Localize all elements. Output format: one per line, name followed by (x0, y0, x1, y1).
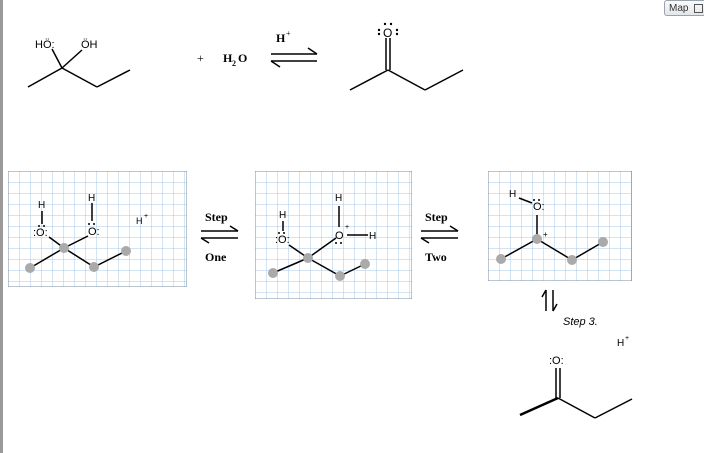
svg-text:H: H (276, 31, 286, 45)
svg-text:+: + (345, 224, 349, 231)
box1-oxygen-left: :O: (33, 227, 48, 239)
water-formula: H 2 O (223, 51, 247, 68)
left-edge-bar (0, 0, 3, 453)
plus-sign: + (197, 51, 204, 65)
box1-h-right: H (88, 193, 95, 204)
svg-text:H: H (223, 51, 233, 65)
mechanism-box-2[interactable]: H H H :O: O + (255, 171, 412, 299)
box2-h-right: H (369, 231, 376, 242)
reactant-oh-label: ÖH (81, 39, 98, 51)
box2-oxygen-left: :O: (275, 234, 290, 246)
popout-icon (694, 4, 703, 13)
box3-oxygen: O: (533, 201, 545, 213)
box1-h-plus: H (136, 216, 143, 226)
reactant-ho-label: HÖ: (35, 39, 55, 51)
equilibrium-arrow-top (270, 47, 318, 68)
product-ketone: O (349, 22, 464, 91)
box2-oxygen-right: O (335, 230, 344, 242)
svg-text:O: O (238, 51, 247, 65)
mechanism-box-1[interactable]: H H :O: O: H + (8, 171, 187, 287)
box1-oxygen-right: O: (88, 226, 100, 238)
reactant-gem-diol: HÖ: ÖH (27, 39, 131, 88)
svg-text:+: + (144, 213, 148, 220)
map-button-label: Map (669, 3, 689, 14)
catalyst-h-plus: H + (276, 29, 291, 45)
box1-h-left: H (38, 200, 45, 211)
box2-h-left: H (279, 210, 286, 221)
mechanism-box-3[interactable]: H O: + (488, 171, 632, 281)
svg-text:+: + (286, 29, 291, 38)
box3-carbocation-charge: + (543, 230, 548, 239)
map-button[interactable]: Map (664, 0, 704, 16)
product-o-label: O (383, 26, 392, 40)
box3-h: H (509, 189, 516, 200)
box2-h-top: H (335, 193, 342, 204)
svg-text:2: 2 (232, 59, 236, 68)
